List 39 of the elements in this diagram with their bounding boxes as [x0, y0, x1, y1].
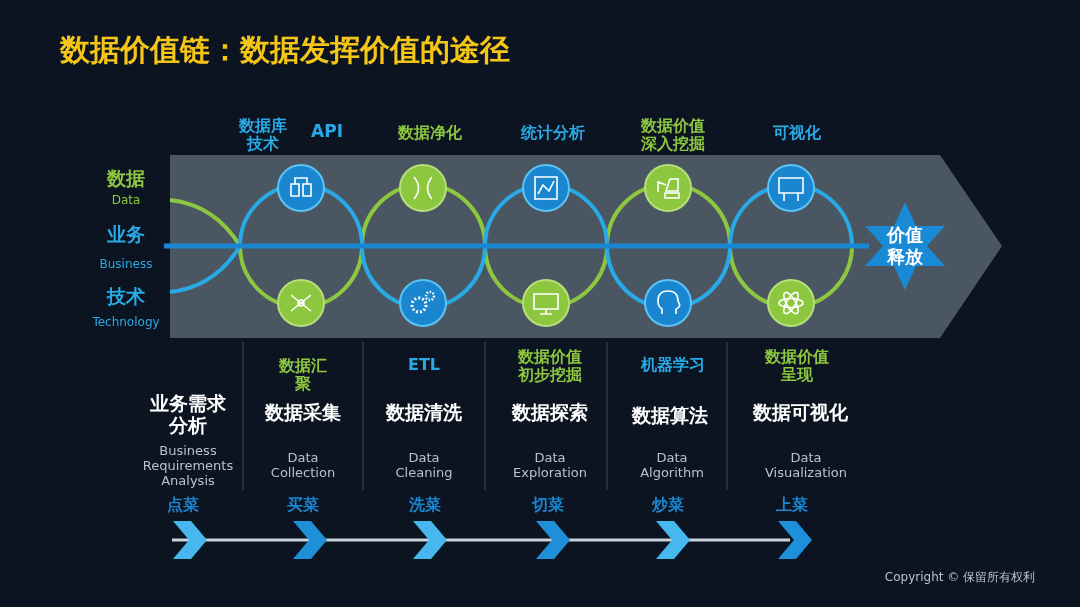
chevron-label: 点菜	[167, 495, 199, 515]
stage-label: 机器学习	[641, 355, 705, 375]
row-label: 业务	[106, 224, 146, 246]
stage-label: 数据汇聚	[278, 356, 328, 394]
stage-label: 数据库技术	[239, 116, 287, 154]
step-subtitle: Data Algorithm	[639, 451, 705, 481]
step-title: 数据算法	[632, 405, 708, 427]
row-label: Business	[98, 258, 154, 272]
step-title: 数据可视化	[752, 402, 848, 424]
stage-label: 数据价值深入挖掘	[640, 116, 706, 154]
row-label: 技术	[107, 286, 145, 308]
step-title: 业务需求分析	[149, 393, 227, 437]
row-label: 数据	[107, 168, 145, 190]
star-badge: 价值释放	[863, 200, 947, 292]
stage-label: 数据价值呈现	[764, 347, 830, 385]
step-title: 数据清洗	[386, 402, 462, 424]
step-title: 数据采集	[265, 402, 341, 424]
copyright-note: Copyright © 保留所有权利	[884, 571, 1036, 585]
stage-label: 统计分析	[521, 123, 585, 143]
stage-label: 数据价值初步挖掘	[517, 347, 583, 385]
stage-label: 数据净化	[398, 123, 462, 143]
stage-label: 可视化	[773, 123, 821, 143]
row-label: Technology	[92, 316, 160, 330]
stage-label: ETL	[408, 355, 440, 375]
chevron-label: 洗菜	[409, 495, 441, 515]
step-subtitle: Data Cleaning	[394, 451, 454, 481]
title: 数据价值链：数据发挥价值的途径	[60, 31, 510, 69]
stage-label: API	[311, 122, 343, 142]
step-subtitle: Business Requirements Analysis	[141, 443, 235, 489]
business-line	[164, 243, 869, 249]
step-subtitle: Data Collection	[269, 451, 337, 481]
chevron-label: 炒菜	[652, 495, 684, 515]
step-title: 数据探索	[512, 402, 588, 424]
row-label: Data	[111, 194, 141, 208]
chevron-label: 买菜	[287, 495, 319, 515]
step-subtitle: Data Exploration	[512, 451, 588, 481]
chevron-label: 上菜	[776, 495, 808, 515]
step-subtitle: Data Visualization	[763, 451, 849, 481]
chevron-label: 切菜	[532, 495, 564, 515]
